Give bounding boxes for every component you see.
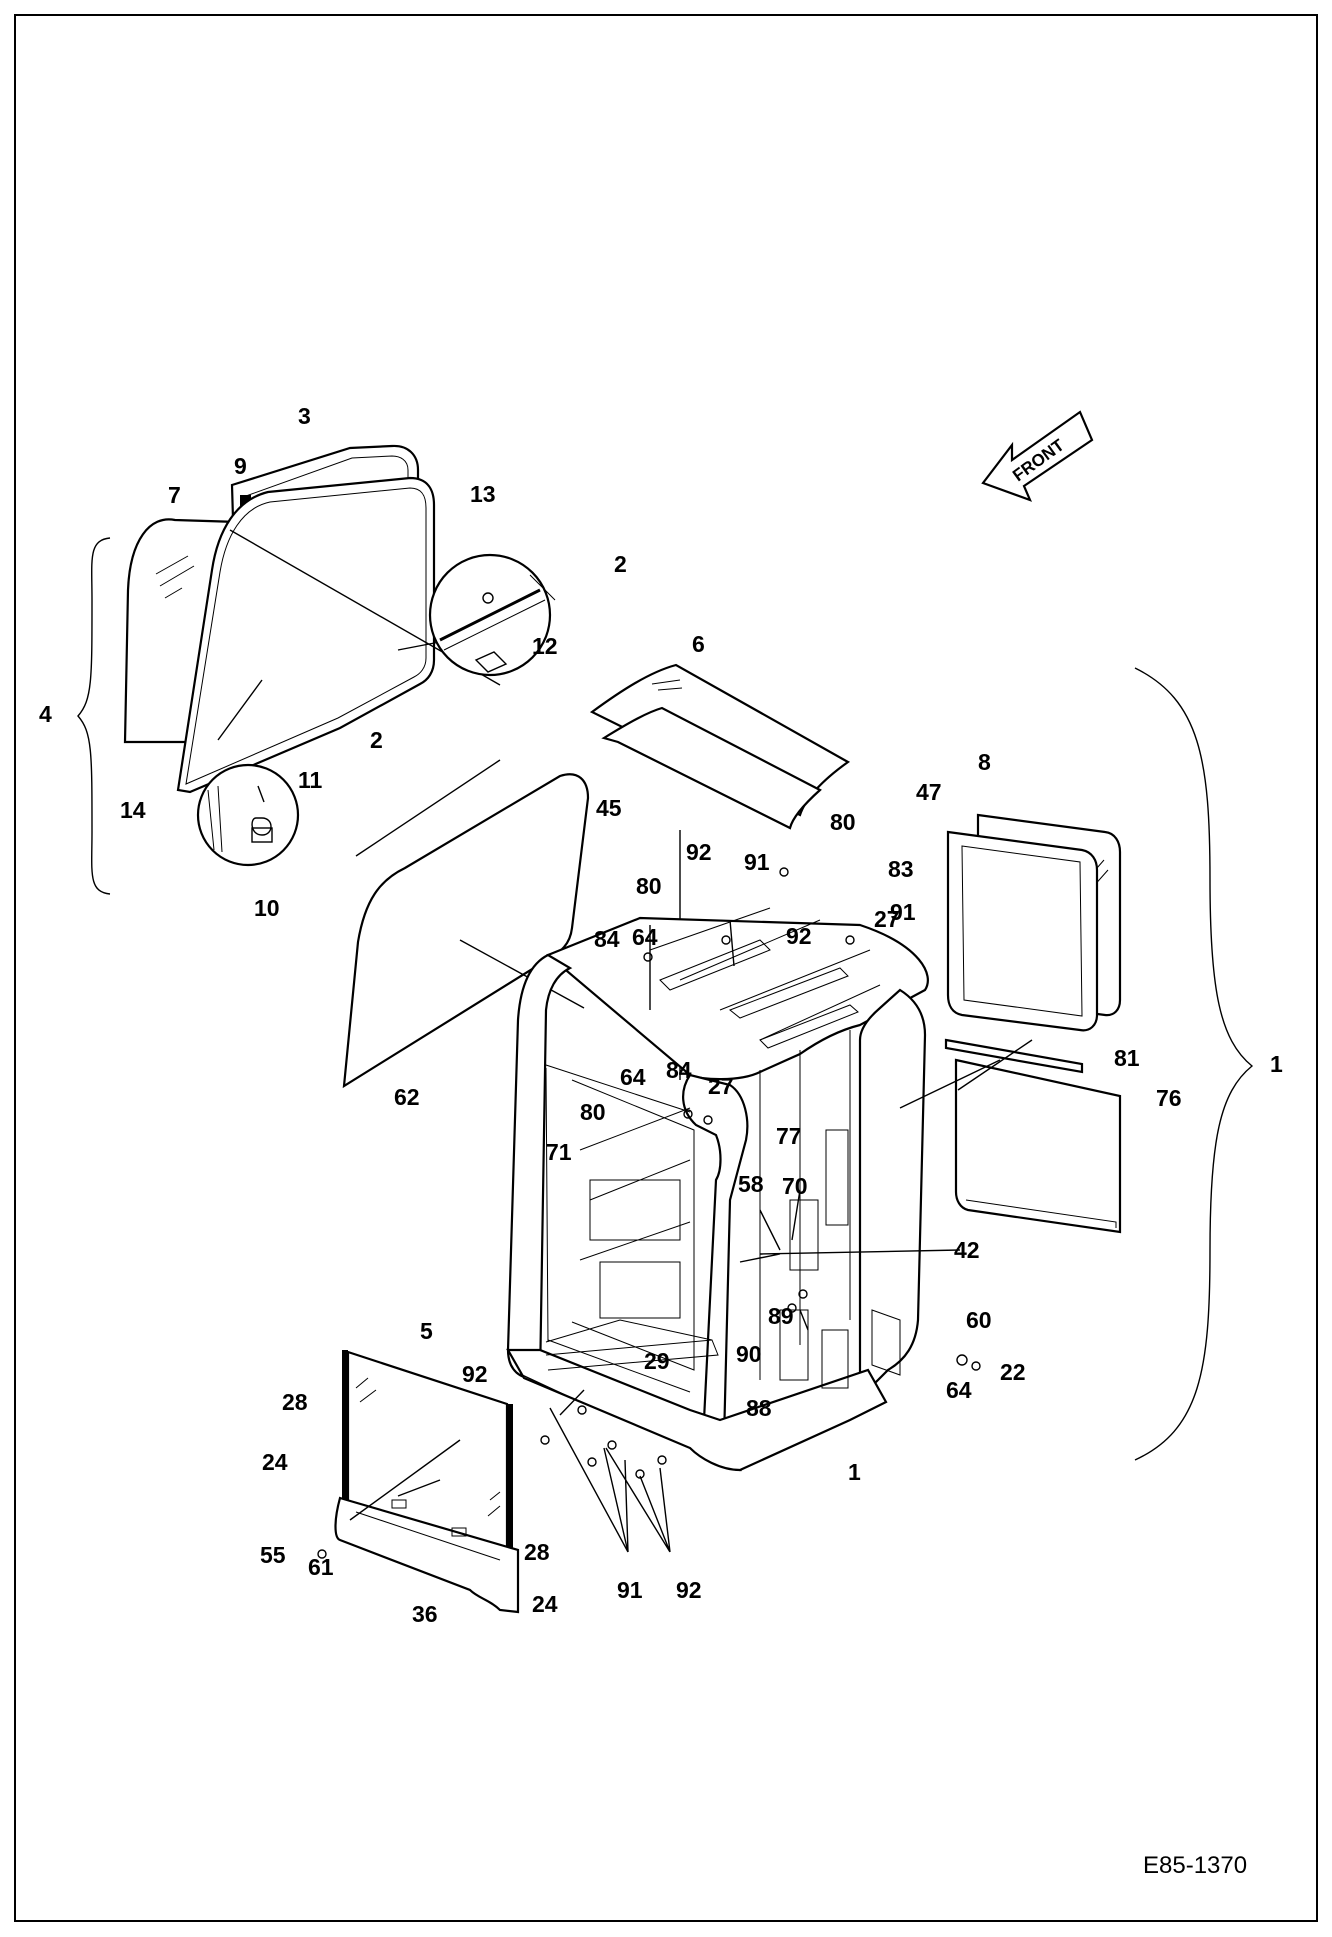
rear-window-76 bbox=[954, 1058, 1122, 1234]
callout-label: 8 bbox=[978, 749, 991, 775]
rear-seal-47 bbox=[946, 830, 1099, 1032]
callout-label: 7 bbox=[168, 482, 181, 508]
roof-seal-45 bbox=[601, 706, 822, 830]
callout-label: 1 bbox=[1270, 1051, 1283, 1077]
callout-label: 10 bbox=[254, 895, 280, 921]
trim-strip-81 bbox=[944, 1038, 1084, 1074]
front-arrow-icon: FRONT bbox=[981, 410, 1094, 502]
callout-label: 92 bbox=[676, 1577, 702, 1603]
callout-label: 24 bbox=[262, 1449, 288, 1475]
side-window-62 bbox=[342, 759, 590, 1089]
callout-label: 84 bbox=[594, 926, 620, 952]
detail-circle-door-seal bbox=[428, 553, 556, 677]
callout-label: 5 bbox=[420, 1318, 433, 1344]
callout-label: 28 bbox=[524, 1539, 550, 1565]
callout-label: 14 bbox=[120, 797, 146, 823]
callout-label: 29 bbox=[644, 1348, 670, 1374]
callout-label: 22 bbox=[1000, 1359, 1026, 1385]
drawing-reference: E85-1370 bbox=[1143, 1852, 1247, 1879]
callout-label: 11 bbox=[298, 767, 323, 793]
callout-label: 64 bbox=[946, 1377, 972, 1403]
callout-label: 80 bbox=[580, 1099, 606, 1125]
callout-label: 47 bbox=[916, 779, 942, 805]
callout-label: 91 bbox=[744, 849, 770, 875]
hardware-markers bbox=[317, 867, 981, 1559]
callout-label: 9 bbox=[234, 453, 247, 479]
callout-label: 91 bbox=[617, 1577, 643, 1603]
callout-label: 92 bbox=[462, 1361, 488, 1387]
callout-label: 88 bbox=[746, 1395, 772, 1421]
callout-label: 61 bbox=[308, 1554, 334, 1580]
detail-leader-11 bbox=[217, 679, 263, 741]
callout-label: 91 bbox=[890, 899, 916, 925]
callout-label: 27 bbox=[874, 906, 900, 932]
callout-label: 55 bbox=[260, 1542, 286, 1568]
callout-label: 76 bbox=[1156, 1085, 1182, 1111]
callout-label: 27 bbox=[708, 1073, 734, 1099]
callout-label: 64 bbox=[632, 924, 658, 950]
callout-label: 70 bbox=[782, 1173, 808, 1199]
cab-frame-1 bbox=[506, 907, 929, 1472]
callout-label: 89 bbox=[768, 1303, 794, 1329]
callout-label: 90 bbox=[736, 1341, 762, 1367]
callout-label: 60 bbox=[966, 1307, 992, 1333]
callout-label: 4 bbox=[39, 701, 52, 727]
callout-label: 58 bbox=[738, 1171, 764, 1197]
callout-labels: 1 1 2 2 3 4 5 6 7 8 9 10 11 12 13 14 22 … bbox=[39, 403, 1283, 1627]
callout-label: 2 bbox=[370, 727, 383, 753]
callout-label: 3 bbox=[298, 403, 311, 429]
bracket-group-4 bbox=[77, 537, 111, 895]
callout-label: 1 bbox=[848, 1459, 861, 1485]
callout-label: 45 bbox=[596, 795, 622, 821]
callout-label: 6 bbox=[692, 631, 705, 657]
callout-label: 92 bbox=[686, 839, 712, 865]
callout-label: 71 bbox=[546, 1139, 572, 1165]
lower-trim-36 bbox=[334, 1496, 520, 1614]
callout-label: 80 bbox=[830, 809, 856, 835]
callout-label: 13 bbox=[470, 481, 496, 507]
callout-label: 80 bbox=[636, 873, 662, 899]
callout-label: 77 bbox=[776, 1123, 802, 1149]
callout-label: 42 bbox=[954, 1237, 980, 1263]
callout-label: 2 bbox=[614, 551, 627, 577]
callout-label: 81 bbox=[1114, 1045, 1140, 1071]
bracket-group-1 bbox=[1134, 667, 1254, 1461]
drawing-frame bbox=[14, 14, 1318, 1922]
callout-label: 12 bbox=[532, 633, 558, 659]
callout-label: 64 bbox=[620, 1064, 646, 1090]
callout-label: 36 bbox=[412, 1601, 438, 1627]
callout-label: 84 bbox=[666, 1057, 692, 1083]
callout-label: 24 bbox=[532, 1591, 558, 1617]
callout-label: 62 bbox=[394, 1084, 420, 1110]
callout-label: 92 bbox=[786, 923, 812, 949]
detail-circle-lock bbox=[196, 763, 300, 867]
callout-label: 83 bbox=[888, 856, 914, 882]
callout-label: 28 bbox=[282, 1389, 308, 1415]
